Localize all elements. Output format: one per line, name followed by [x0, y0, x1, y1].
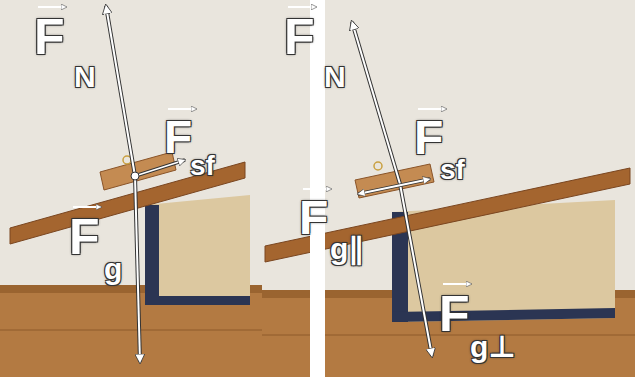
force-subscript: g⊥ — [470, 332, 516, 362]
force-letter: F — [69, 212, 100, 262]
force-letter: F — [34, 12, 65, 62]
force-subscript: N — [74, 62, 96, 92]
force-subscript: sf — [440, 156, 465, 184]
right-photo — [262, 0, 635, 377]
force-letter: F — [164, 114, 192, 160]
force-letter: F — [439, 289, 470, 339]
force-letter: F — [284, 12, 315, 62]
force-subscript: N — [324, 62, 346, 92]
force-subscript: g∥ — [330, 234, 363, 264]
vector-accents — [38, 7, 471, 284]
force-letter: F — [299, 194, 328, 242]
force-letter: F — [414, 114, 443, 162]
force-subscript: sf — [190, 152, 215, 180]
force-subscript: g — [104, 254, 122, 284]
